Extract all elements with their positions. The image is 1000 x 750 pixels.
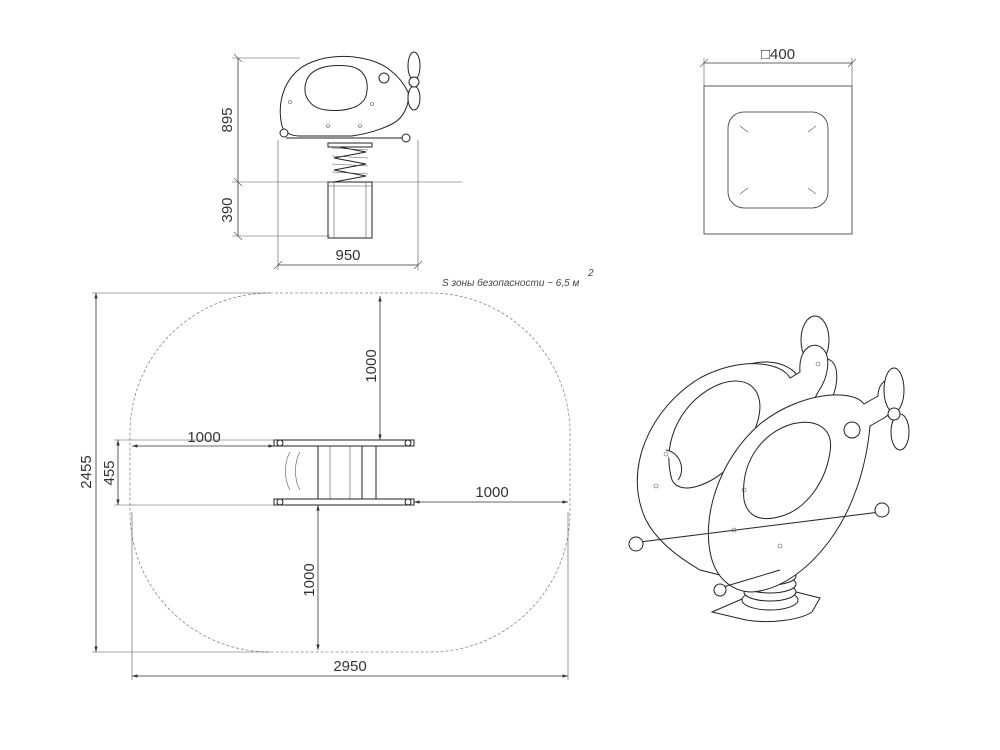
top-clearance-label: 1000 xyxy=(363,349,380,382)
bottom-clearance-label: 1000 xyxy=(301,563,318,596)
height-above-label: 895 xyxy=(219,107,236,132)
spring xyxy=(327,142,373,183)
handle-right-knob xyxy=(401,133,411,143)
safety-zone-note: S зоны безопасности ~ 6,5 м xyxy=(442,277,579,289)
width-label: 950 xyxy=(335,247,360,264)
iso-handle-left-knob xyxy=(628,536,644,552)
iso-tail-hole xyxy=(843,421,861,439)
helicopter-window xyxy=(304,65,368,111)
foundation-size-label: □400 xyxy=(761,46,795,63)
iso-handle-bar xyxy=(639,511,881,543)
handle-left-knob xyxy=(279,128,289,138)
base-plate xyxy=(727,111,829,209)
safety-zone-outline xyxy=(129,292,571,653)
iso-propeller-hub xyxy=(887,407,901,421)
right-clearance-label: 1000 xyxy=(475,484,508,501)
total-width-label: 2950 xyxy=(333,658,366,675)
safety-zone-plan: S зоны безопасности ~ 6,5 м 2 1000 1000 … xyxy=(78,268,594,680)
item-plan xyxy=(273,439,415,506)
base-post xyxy=(327,181,373,239)
iso-grab-handle xyxy=(665,449,682,481)
left-clearance-label: 1000 xyxy=(187,429,220,446)
foundation-view: □400 xyxy=(699,46,857,235)
side-view: 895 390 950 xyxy=(219,51,462,270)
propeller-blade-top xyxy=(407,51,421,81)
total-height-label: 2455 xyxy=(78,455,95,488)
item-depth-label: 455 xyxy=(101,460,118,485)
tail-hole xyxy=(378,72,390,84)
propeller-blade-bottom xyxy=(407,85,421,111)
isometric-view xyxy=(628,315,910,623)
iso-right-window xyxy=(743,421,832,520)
height-below-label: 390 xyxy=(219,197,236,222)
iso-propeller-top xyxy=(883,367,905,413)
propeller-hub xyxy=(408,76,420,88)
safety-zone-note-superscript: 2 xyxy=(587,268,594,279)
iso-handle-right-knob xyxy=(874,502,890,518)
iso-front-window xyxy=(668,380,761,489)
foundation-square xyxy=(703,85,853,235)
